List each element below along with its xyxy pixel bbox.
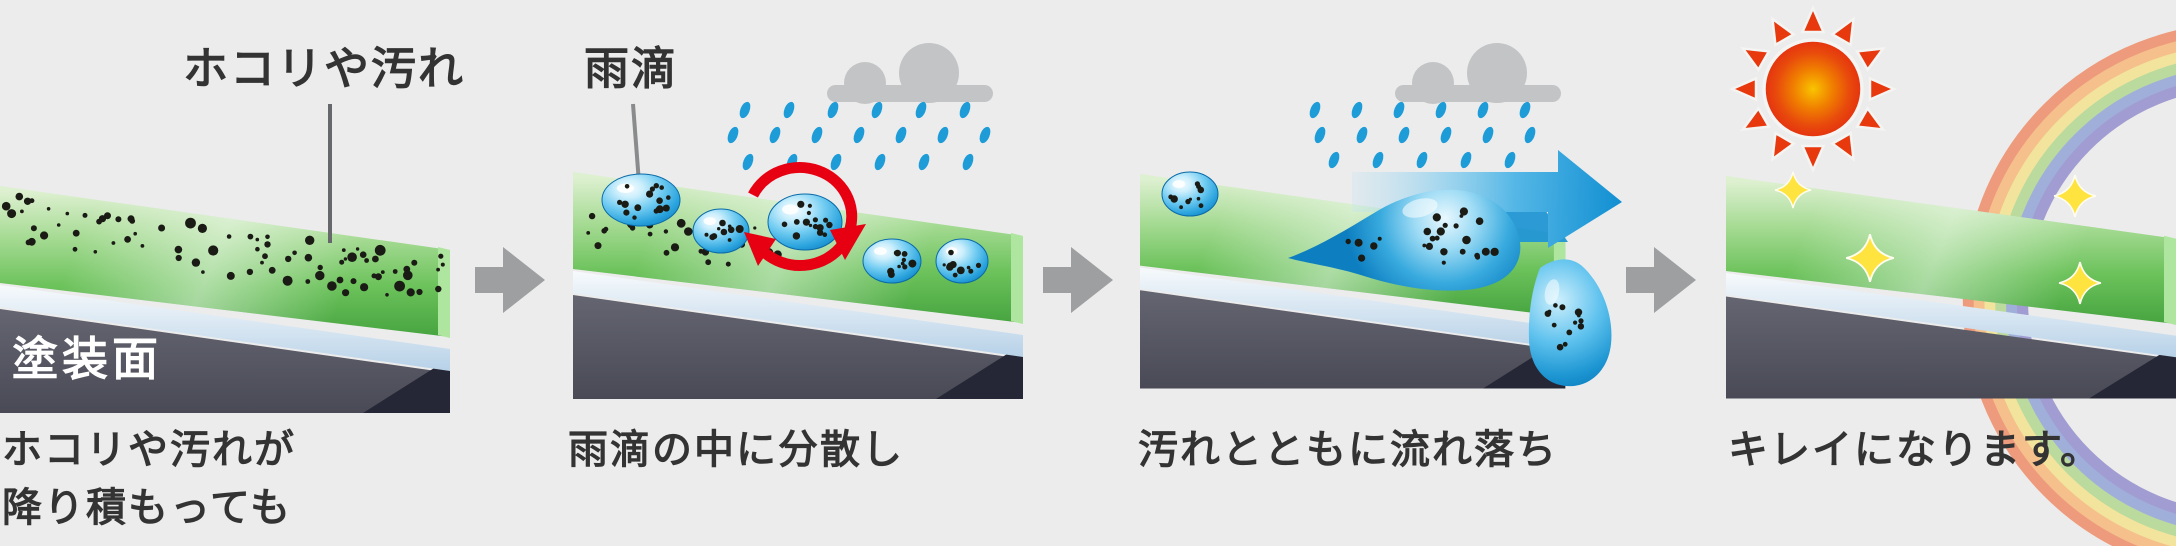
panel1-surface-label: 塗装面 (12, 333, 162, 385)
rain-cloud-icon (827, 43, 993, 104)
step-arrow-2 (1043, 247, 1113, 313)
panel2-caption: 雨滴の中に分散し (568, 428, 904, 472)
rain-drops (1307, 100, 1538, 170)
rain-cloud-icon (1395, 43, 1561, 104)
panel3-caption: 汚れとともに流れ落ち (1138, 428, 1558, 472)
panel1-callout-label: ホコリや汚れ (183, 43, 466, 94)
sun-icon (1728, 4, 1898, 174)
dirt-particles (1, 192, 445, 297)
dirty-water-blob (1288, 189, 1521, 291)
water-droplets (601, 171, 1219, 284)
callout-line-raindrop (631, 103, 641, 184)
panel4-caption: キレイになります。 (1728, 428, 2102, 472)
panel1-caption-line1: ホコリや汚れが (2, 428, 296, 472)
step-arrow-1 (475, 247, 545, 313)
panel2-callout-label: 雨滴 (584, 43, 679, 94)
panel4-surface-slab (1726, 176, 2176, 399)
panel1-caption-line2: 降り積もっても (2, 486, 292, 530)
panel1-surface-slab (0, 104, 450, 413)
rain-drops (725, 100, 993, 172)
rotation-arrows-icon (744, 162, 866, 272)
step-arrow-3 (1626, 247, 1696, 313)
falling-dirty-drop (1528, 259, 1612, 387)
